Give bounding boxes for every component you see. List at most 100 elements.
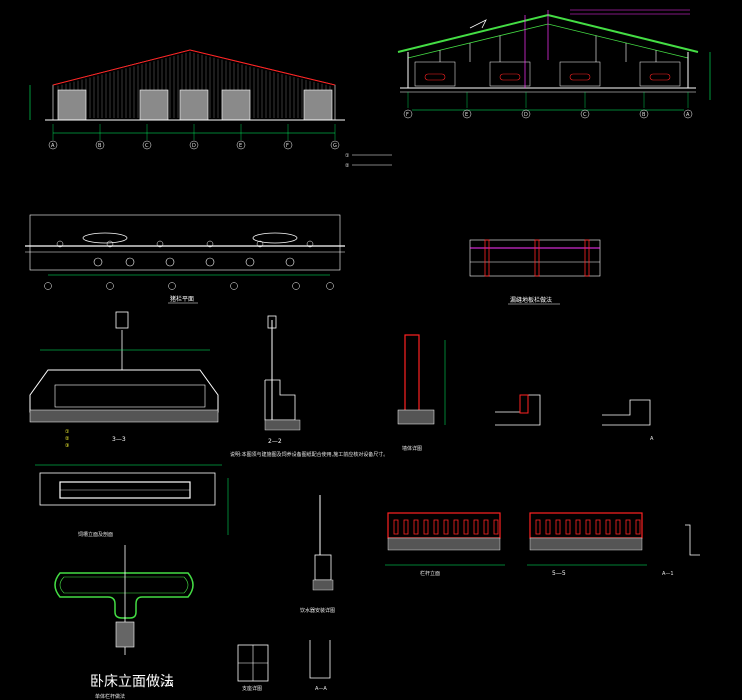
rail-bar: [463, 519, 469, 535]
drinker-detail-title: 饮水器安装详图: [300, 607, 335, 614]
axis-bubble: [330, 140, 340, 150]
pen-post: [484, 239, 490, 277]
axis-bubble: [95, 140, 105, 150]
elevation-door: [221, 89, 251, 121]
pen-plan-troughs: [82, 232, 298, 244]
pen-elevation-title: 漏缝地板栏做法: [510, 296, 552, 304]
section-5-5-caption: 栏杆立面: [420, 570, 440, 577]
section-pen-partitions: [414, 61, 681, 87]
axis-bubble: [168, 282, 176, 290]
section-5-5: 栏杆立面 5—5 A—1: [385, 512, 700, 577]
trough: [252, 232, 298, 244]
pen-post: [534, 239, 540, 277]
wall-detail-label: 墙体详图: [402, 445, 422, 452]
post: [306, 240, 314, 248]
rail-bar: [635, 519, 641, 535]
rail-bar: [443, 519, 449, 535]
feeder: [499, 73, 521, 81]
post: [156, 240, 164, 248]
post: [56, 240, 64, 248]
axis-label: F: [286, 143, 289, 149]
axis-bubble: [326, 282, 334, 290]
elevation-roof-right-edge: [189, 49, 336, 86]
post: [206, 240, 214, 248]
elevation-legend-1: ①: [345, 153, 350, 159]
axis-bubble: [142, 140, 152, 150]
drain: [205, 257, 215, 267]
elevation-roof-left-edge: [52, 49, 191, 86]
rail-bar: [535, 519, 541, 535]
axis-label: D: [192, 143, 196, 149]
rail-bar: [575, 519, 581, 535]
feeder: [649, 73, 671, 81]
drain: [125, 257, 135, 267]
axis-bubble: [683, 109, 693, 119]
rail-bar: [493, 519, 499, 535]
svg-text:②: ②: [65, 436, 70, 442]
stall-plan-scale: 1:30: [160, 681, 174, 688]
rail-bar: [625, 519, 631, 535]
elevation-door: [303, 89, 333, 121]
wall-column-detail: 墙体详图: [397, 334, 446, 452]
axis-label: G: [333, 143, 337, 149]
pen-box: [414, 61, 456, 87]
svg-text:①: ①: [65, 429, 70, 435]
axis-label: A: [51, 143, 55, 149]
detail-a-title: A—A: [315, 686, 327, 692]
axis-bubble: [236, 140, 246, 150]
pen-plan-title: 猪栏平面: [170, 295, 194, 303]
axis-label: E: [239, 143, 242, 149]
detail-a1-title: A—1: [662, 571, 674, 577]
post: [106, 240, 114, 248]
stall-plan-title: 卧床立面做法: [90, 674, 174, 690]
stall-plan-note: 单体栏杆做法: [95, 693, 125, 700]
pen-box: [639, 61, 681, 87]
drain: [93, 257, 103, 267]
pen-box: [489, 61, 531, 87]
rail-bar: [545, 519, 551, 535]
pen-post: [584, 239, 590, 277]
rail-bar: [413, 519, 419, 535]
rail-bar: [595, 519, 601, 535]
section-5-5-title: 5—5: [552, 570, 566, 577]
axis-bubble: [292, 282, 300, 290]
drinker-detail: 饮水器安装详图: [300, 495, 335, 614]
feeder-note: 说明:本图须与建施图及饲养设备图纸配合使用,施工前应核对设备尺寸。: [230, 451, 388, 458]
detail-label-a: A: [650, 436, 654, 442]
section-3-3: 3—3 ①②③: [29, 311, 219, 449]
section-5-5-railing: [393, 519, 499, 535]
rail-bar: [433, 519, 439, 535]
drain: [245, 257, 255, 267]
rail-bar: [615, 519, 621, 535]
post: [256, 240, 264, 248]
drain: [285, 257, 295, 267]
rail-bar: [473, 519, 479, 535]
detail-box-label: 支座详图: [242, 685, 262, 692]
elevation-doors: [57, 89, 333, 121]
stall-plan: 卧床立面做法 1:30 单体栏杆做法: [54, 545, 194, 700]
drain: [165, 257, 175, 267]
elevation-legend-2: ②: [345, 163, 350, 169]
axis-label: C: [583, 112, 587, 118]
section-3-3-title: 3—3: [112, 436, 126, 443]
pen-plan-axes: [44, 282, 334, 290]
section-3-3-foundation: [29, 409, 219, 423]
elevation-door: [57, 89, 87, 121]
rail-bar: [585, 519, 591, 535]
axis-bubble: [230, 282, 238, 290]
axis-bubble: [48, 140, 58, 150]
pen-box: [559, 61, 601, 87]
pen-plan-drains: [56, 240, 314, 267]
pen-plan-outline: [29, 214, 341, 271]
section-4-4-railing: [535, 519, 641, 535]
axis-bubble: [403, 109, 413, 119]
axis-label: A: [686, 112, 690, 118]
axis-bubble: [639, 109, 649, 119]
rail-bar: [393, 519, 399, 535]
axis-bubble: [283, 140, 293, 150]
